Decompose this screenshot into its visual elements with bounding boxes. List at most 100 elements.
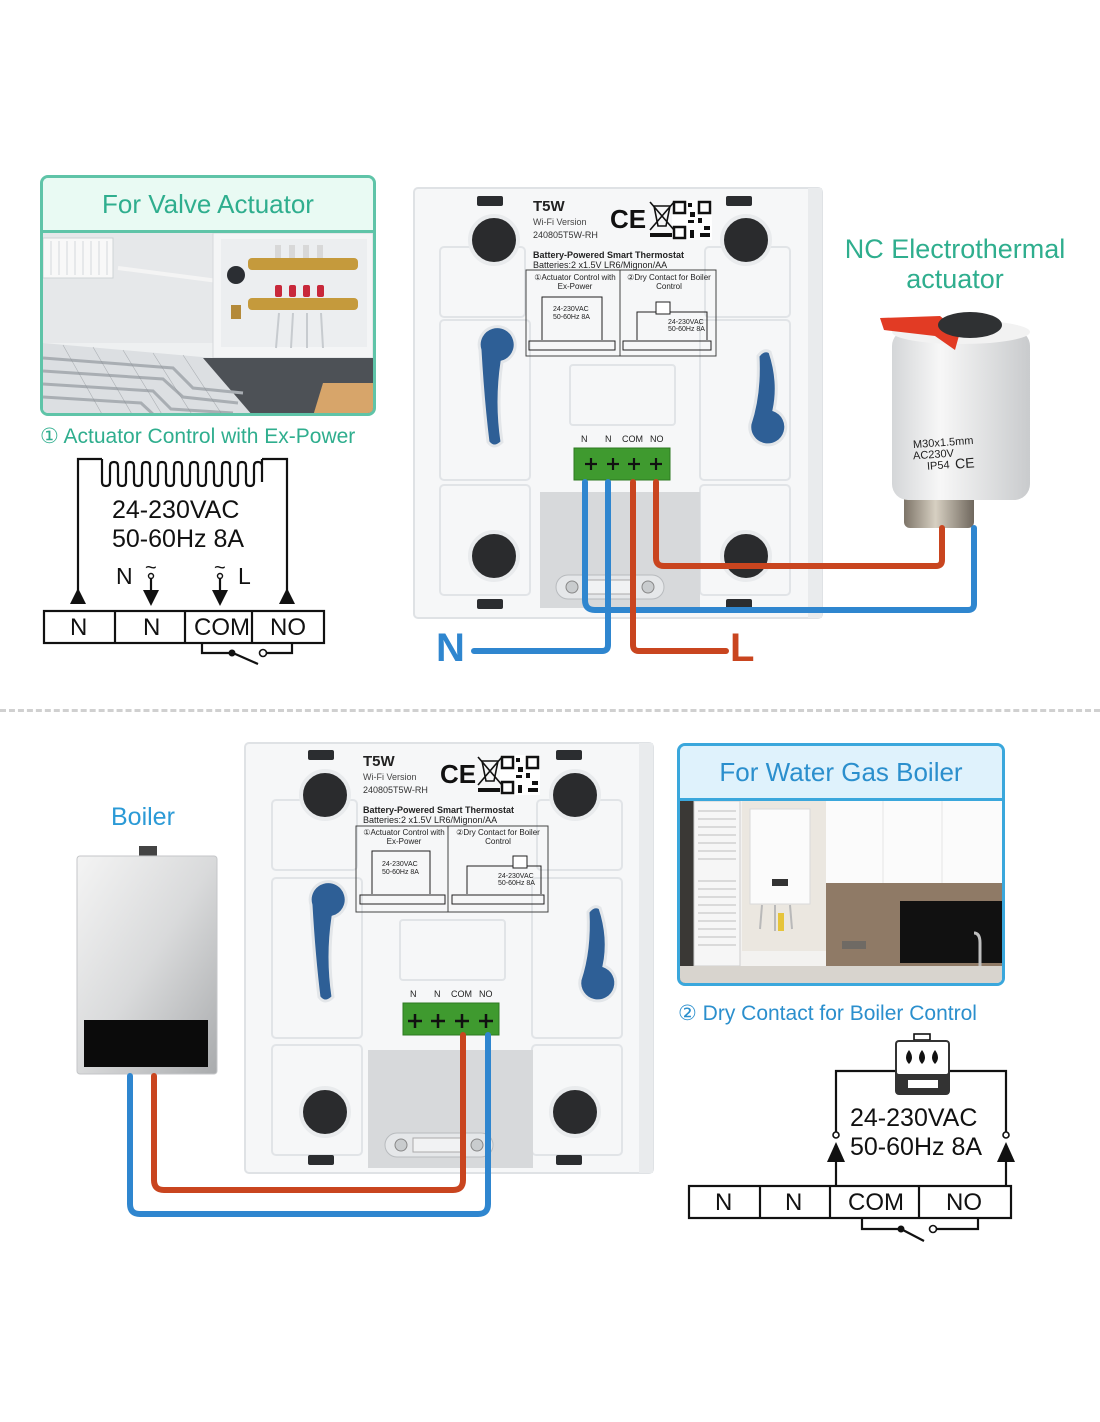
label-voltage: 24-230VAC xyxy=(382,861,418,868)
product-name-label: Battery-Powered Smart Thermostat xyxy=(363,805,515,815)
neutral-wire-to-actuator xyxy=(582,479,977,613)
supply-ac-symbol: ~ xyxy=(145,557,157,579)
heating-coil-icon xyxy=(100,459,264,488)
kitchen-boiler-photo xyxy=(680,801,1002,983)
keyhole-slot xyxy=(748,349,788,447)
model-label: T5W xyxy=(533,198,565,215)
label-frequency: 50-60Hz 8A xyxy=(498,880,535,887)
qr-code-icon xyxy=(672,200,712,240)
boiler-neutral-wire xyxy=(127,1032,491,1217)
up-arrow-icon xyxy=(997,1142,1015,1162)
kitchen-boiler-illustration xyxy=(680,801,1002,983)
actuator-title-line-2: actuator xyxy=(906,264,1004,294)
supply-n-label: N xyxy=(116,563,133,589)
product-name-label: Battery-Powered Smart Thermostat xyxy=(533,250,685,260)
live-wire-to-actuator xyxy=(653,479,945,569)
keyhole-slot xyxy=(477,325,517,448)
terminal-block xyxy=(402,1002,500,1036)
water-gas-boiler-card-title: For Water Gas Boiler xyxy=(680,746,1002,801)
screw-hole xyxy=(549,1086,601,1138)
up-arrow-icon xyxy=(279,588,295,604)
actuator-frequency-label: 50-60Hz 8A xyxy=(112,525,245,553)
block-terminal-n: N xyxy=(410,989,417,999)
boiler-flame-icon xyxy=(895,1033,950,1095)
up-arrow-icon xyxy=(827,1142,845,1162)
block-terminal-no: NO xyxy=(479,989,493,999)
terminal-com: COM xyxy=(848,1189,904,1216)
right-loop-wire xyxy=(262,457,289,604)
serial-label: 240805T5W-RH xyxy=(363,785,428,795)
block-terminal-com: COM xyxy=(451,989,472,999)
label-voltage: 24-230VAC xyxy=(668,319,704,326)
left-loop-wire xyxy=(76,457,102,604)
screw-hole xyxy=(720,530,772,582)
supply-ac-symbol: ~ xyxy=(214,557,226,579)
actuator-title-line-1: NC Electrothermal xyxy=(844,234,1066,264)
label-section-1: ①Actuator Control with Ex-Power xyxy=(363,828,445,846)
ce-mark-icon: CE xyxy=(610,204,647,234)
label-voltage: 24-230VAC xyxy=(553,306,589,313)
serial-label: 240805T5W-RH xyxy=(533,230,598,240)
weee-bin-icon xyxy=(649,201,675,231)
underfloor-heating-photo xyxy=(43,233,373,413)
block-terminal-no: NO xyxy=(650,434,664,444)
live-supply-wire xyxy=(630,479,729,654)
qr-code-icon xyxy=(500,755,540,795)
version-label: Wi-Fi Version xyxy=(363,772,417,782)
label-section-1: ①Actuator Control with Ex-Power xyxy=(534,273,616,291)
section-divider xyxy=(0,709,1100,712)
terminal-n-1: N xyxy=(715,1189,733,1216)
actuator-title: NC Electrothermal actuator xyxy=(830,234,1080,294)
actuator-spec-ip: IP54 xyxy=(926,459,951,473)
label-voltage: 24-230VAC xyxy=(498,873,534,880)
block-terminal-n: N xyxy=(581,434,588,444)
neutral-supply-label: N xyxy=(436,626,465,670)
actuator-control-caption: ① Actuator Control with Ex-Power xyxy=(40,425,356,448)
water-gas-boiler-card: For Water Gas Boiler xyxy=(677,743,1005,986)
label-frequency: 50-60Hz 8A xyxy=(553,314,590,321)
boiler-live-wire xyxy=(151,1032,466,1193)
label-frequency: 50-60Hz 8A xyxy=(668,326,705,333)
down-arrow-icon xyxy=(143,590,159,606)
live-supply-label: L xyxy=(730,626,755,670)
valve-actuator-card: For Valve Actuator xyxy=(40,175,376,416)
terminal-n-2: N xyxy=(785,1189,803,1216)
actuator-red-cap xyxy=(880,316,960,350)
block-terminal-com: COM xyxy=(622,434,643,444)
screw-hole xyxy=(720,214,772,266)
terminal-n-2: N xyxy=(143,614,161,641)
neutral-supply-wire xyxy=(471,479,611,654)
boiler-display xyxy=(84,1020,208,1067)
actuator-voltage-label: 24-230VAC xyxy=(112,496,240,524)
batteries-label: Batteries:2 x1.5V LR6/Mignon/AA xyxy=(363,815,498,825)
keyhole-slot xyxy=(308,880,348,1003)
dry-contact-caption: ② Dry Contact for Boiler Control xyxy=(678,1002,977,1025)
terminal-no: NO xyxy=(270,614,306,641)
underfloor-heating-illustration xyxy=(43,233,373,413)
terminal-no: NO xyxy=(946,1189,982,1216)
boiler-frequency-label: 50-60Hz 8A xyxy=(850,1133,983,1161)
up-arrow-icon xyxy=(70,588,86,604)
valve-actuator-card-title: For Valve Actuator xyxy=(43,178,373,233)
down-arrow-icon xyxy=(212,590,228,606)
label-frequency: 50-60Hz 8A xyxy=(382,869,419,876)
screw-hole xyxy=(299,769,351,821)
label-section-2: ②Dry Contact for Boiler Control xyxy=(456,828,540,846)
screw-hole xyxy=(468,214,520,266)
ce-mark-icon: CE xyxy=(440,759,477,789)
boiler-title: Boiler xyxy=(111,803,175,831)
batteries-label: Batteries:2 x1.5V LR6/Mignon/AA xyxy=(533,260,668,270)
terminal-block xyxy=(573,447,671,481)
supply-l-label: L xyxy=(238,563,251,589)
terminal-com: COM xyxy=(194,614,250,641)
screw-hole xyxy=(299,1086,351,1138)
screw-hole xyxy=(468,530,520,582)
label-section-2: ②Dry Contact for Boiler Control xyxy=(627,273,711,291)
keyhole-slot xyxy=(578,905,618,1003)
actuator-ce-mark-icon: CE xyxy=(954,454,975,472)
block-terminal-n: N xyxy=(434,989,441,999)
model-label: T5W xyxy=(363,753,395,770)
version-label: Wi-Fi Version xyxy=(533,217,587,227)
block-terminal-n: N xyxy=(605,434,612,444)
terminal-n-1: N xyxy=(70,614,88,641)
